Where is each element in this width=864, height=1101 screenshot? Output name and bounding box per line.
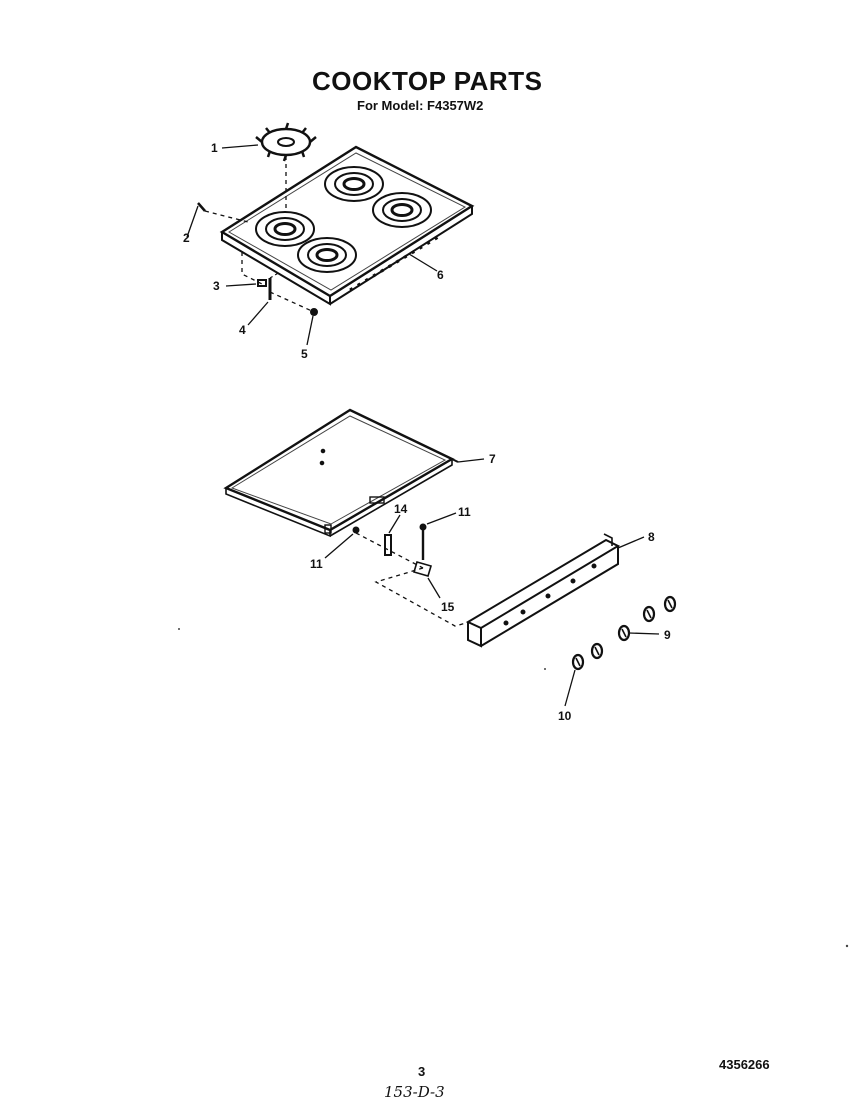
burner-front-right <box>297 237 357 273</box>
callout-8: 8 <box>648 530 655 544</box>
burner-rear-left <box>324 166 384 202</box>
callout-6: 6 <box>437 268 444 282</box>
callout-11-left: 11 <box>310 557 323 571</box>
main-top-panel <box>223 408 459 538</box>
handwritten-note: 153-D-3 <box>384 1083 445 1101</box>
control-knobs <box>571 595 677 671</box>
callout-5: 5 <box>301 347 308 361</box>
callout-9: 9 <box>664 628 671 642</box>
callout-15: 15 <box>441 600 455 614</box>
control-panel <box>465 533 621 648</box>
callout-11-right: 11 <box>458 505 471 519</box>
callout-14: 14 <box>394 502 408 516</box>
callout-1: 1 <box>211 141 218 155</box>
knob <box>590 642 604 660</box>
page-title: COOKTOP PARTS <box>312 66 543 96</box>
callout-7: 7 <box>489 452 496 466</box>
document-number: 4356266 <box>719 1057 770 1072</box>
knob <box>642 605 656 623</box>
knob <box>663 595 677 613</box>
callout-10: 10 <box>558 709 572 723</box>
burner-grate <box>255 122 317 162</box>
page-number: 3 <box>418 1064 426 1079</box>
callout-2: 2 <box>183 231 190 245</box>
callout-numbers: 1 2 3 4 5 6 7 8 9 10 11 11 14 15 <box>183 141 671 723</box>
knob <box>571 653 585 671</box>
cooktop-assembly <box>197 122 475 316</box>
model-subtitle: For Model: F4357W2 <box>357 98 484 113</box>
callout-4: 4 <box>239 323 246 337</box>
burner-front-left <box>255 211 315 247</box>
callout-3: 3 <box>213 279 220 293</box>
knob <box>617 624 631 642</box>
burner-rear-right <box>372 192 432 228</box>
